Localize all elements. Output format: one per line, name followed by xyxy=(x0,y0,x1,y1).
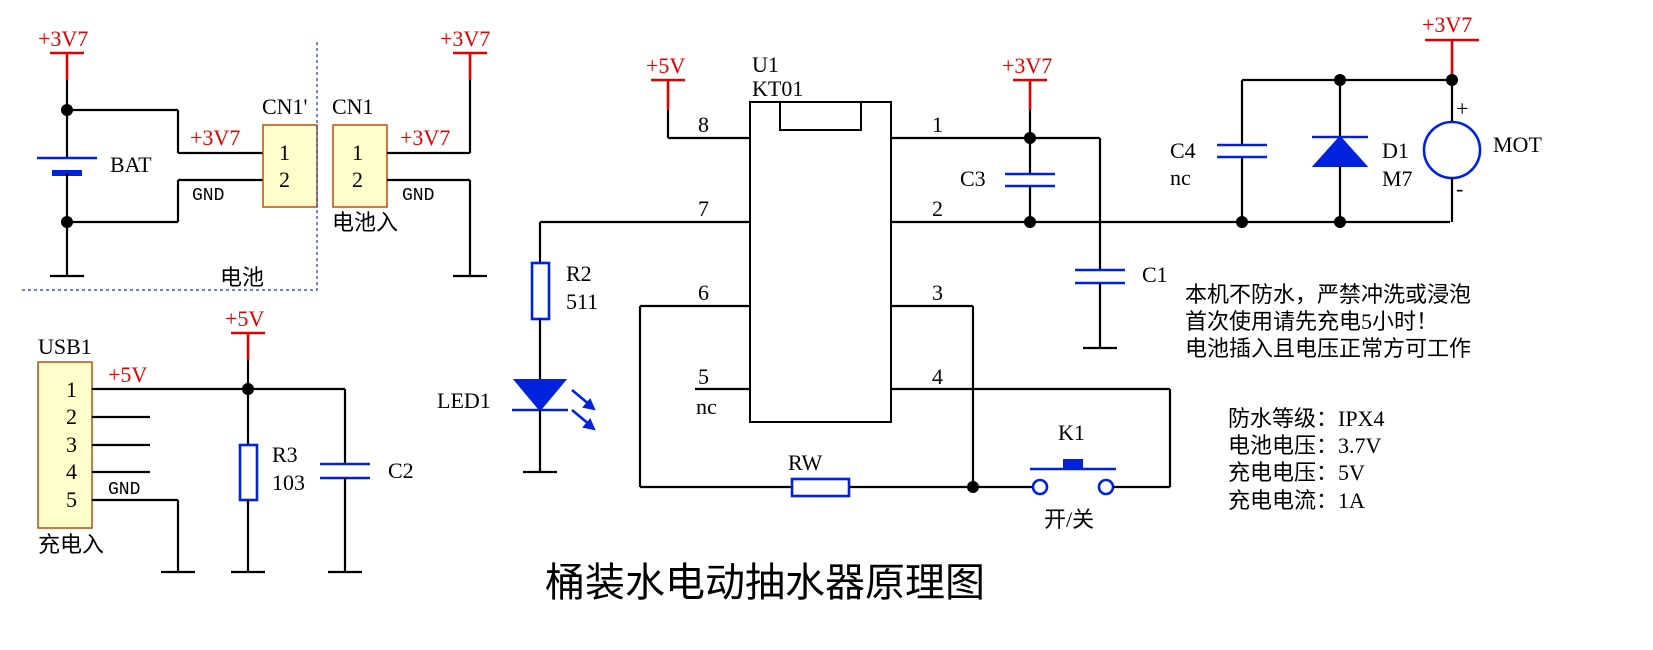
cn1-prime-name: CN1' xyxy=(262,94,308,119)
u1-pin5: 5 xyxy=(698,364,709,389)
connector-cn1-section: CN1 1 2 电池入 +3V7 +3V7 GND xyxy=(332,26,490,278)
u1-pin6: 6 xyxy=(698,280,709,305)
note-line-3: 电池插入且电压正常方可工作 xyxy=(1185,336,1471,361)
u1-pin2: 2 xyxy=(932,196,943,221)
net-label-3v7-left: +3V7 xyxy=(190,125,240,150)
r3-value: 103 xyxy=(272,470,305,495)
usb1-pin1: 1 xyxy=(66,377,77,402)
d1-value: M7 xyxy=(1382,166,1413,191)
battery-name: BAT xyxy=(110,152,152,177)
net-label-gnd-left: GND xyxy=(192,186,224,206)
resistor-rw xyxy=(790,477,851,498)
note-line-2: 首次使用请先充电5小时！ xyxy=(1185,309,1438,334)
u1-pin7: 7 xyxy=(698,196,709,221)
c4-value: nc xyxy=(1170,165,1191,190)
cn1-pin2: 2 xyxy=(352,167,363,192)
mot-minus: - xyxy=(1456,176,1463,201)
battery-section: +3V7 BAT +3V7 GND CN1' 1 2 电池 xyxy=(22,26,318,291)
usb1-pin5: 5 xyxy=(66,487,77,512)
resistor-r3 xyxy=(238,443,259,502)
power-label-3v7-motor: +3V7 xyxy=(1422,12,1472,37)
cn1-name: CN1 xyxy=(332,94,374,119)
r3-name: R3 xyxy=(272,442,298,467)
power-label-3v7-bat: +3V7 xyxy=(38,26,88,51)
usb-charge-section: USB1 1 2 3 4 5 充电入 +5V GND +5V R3 103 C2 xyxy=(37,306,414,574)
specs-block: 防水等级：IPX4 电池电压：3.7V 充电电压：5V 充电电流：1A xyxy=(1228,406,1384,513)
u1-pin1: 1 xyxy=(932,112,943,137)
usb1-name: USB1 xyxy=(38,334,92,359)
usb1-caption: 充电入 xyxy=(38,532,104,557)
led-section: R2 511 LED1 xyxy=(437,222,598,474)
resistor-r2 xyxy=(530,261,551,321)
c3-name: C3 xyxy=(960,166,986,191)
power-label-5v-usb: +5V xyxy=(225,306,264,331)
d1-name: D1 xyxy=(1382,138,1409,163)
connector-cn1-prime: CN1' 1 2 xyxy=(262,94,318,208)
battery-symbol xyxy=(37,156,97,176)
diode-d1 xyxy=(1311,135,1369,167)
rw-name: RW xyxy=(788,450,822,475)
motor-section: +3V7 C4 nc D1 M7 MOT + - xyxy=(1170,12,1542,228)
switch-section: RW K1 开/关 xyxy=(638,306,1172,532)
spec-line-1: 防水等级：IPX4 xyxy=(1228,406,1384,431)
notes-block: 本机不防水，严禁冲洗或浸泡 首次使用请先充电5小时！ 电池插入且电压正常方可工作 xyxy=(1185,282,1471,361)
power-label-5v-u1: +5V xyxy=(646,53,685,78)
r2-name: R2 xyxy=(566,261,592,286)
switch-k1 xyxy=(1030,459,1116,496)
capacitor-section: +3V7 C3 C1 xyxy=(960,53,1168,350)
u1-pin8: 8 xyxy=(698,112,709,137)
power-label-3v7-c3: +3V7 xyxy=(1002,53,1052,78)
power-symbol-5v-u1: +5V xyxy=(646,53,685,138)
led1-name: LED1 xyxy=(437,388,491,413)
power-symbol-3v7-bat: +3V7 xyxy=(38,26,88,80)
led1-symbol xyxy=(512,379,596,431)
usb1-pin3: 3 xyxy=(66,432,77,457)
spec-line-3: 充电电压：5V xyxy=(1228,460,1365,485)
c4-name: C4 xyxy=(1170,138,1196,163)
spec-line-4: 充电电流：1A xyxy=(1228,488,1365,513)
cn1-prime-pin1: 1 xyxy=(279,140,290,165)
mot-plus: + xyxy=(1456,96,1468,121)
ic-u1: U1 KT01 1 2 3 4 5 6 7 8 nc xyxy=(540,52,1450,423)
cn1-pin1: 1 xyxy=(352,140,363,165)
u1-pin5-nc: nc xyxy=(696,394,717,419)
r2-value: 511 xyxy=(566,289,598,314)
net-label-gnd-usb: GND xyxy=(108,480,140,500)
net-label-gnd-cn1: GND xyxy=(402,186,434,206)
k1-name: K1 xyxy=(1058,420,1085,445)
usb1-pin2: 2 xyxy=(66,404,77,429)
mot-name: MOT xyxy=(1493,132,1542,157)
power-label-3v7-cn1: +3V7 xyxy=(440,26,490,51)
usb1-pin4: 4 xyxy=(66,459,77,484)
k1-caption: 开/关 xyxy=(1044,507,1094,532)
u1-part: KT01 xyxy=(752,76,803,101)
u1-pin4: 4 xyxy=(932,364,943,389)
u1-name: U1 xyxy=(752,52,779,77)
spec-line-2: 电池电压：3.7V xyxy=(1228,433,1382,458)
motor-symbol xyxy=(1422,120,1482,180)
cn1-caption: 电池入 xyxy=(332,210,398,235)
c2-name: C2 xyxy=(388,458,414,483)
net-label-5v-usb: +5V xyxy=(108,362,147,387)
u1-pin3: 3 xyxy=(932,280,943,305)
note-line-1: 本机不防水，严禁冲洗或浸泡 xyxy=(1185,282,1471,307)
c1-name: C1 xyxy=(1142,262,1168,287)
cn1-prime-pin2: 2 xyxy=(279,167,290,192)
net-label-3v7-cn1: +3V7 xyxy=(400,125,450,150)
diagram-title: 桶装水电动抽水器原理图 xyxy=(545,560,985,605)
battery-group-label: 电池 xyxy=(220,265,264,290)
